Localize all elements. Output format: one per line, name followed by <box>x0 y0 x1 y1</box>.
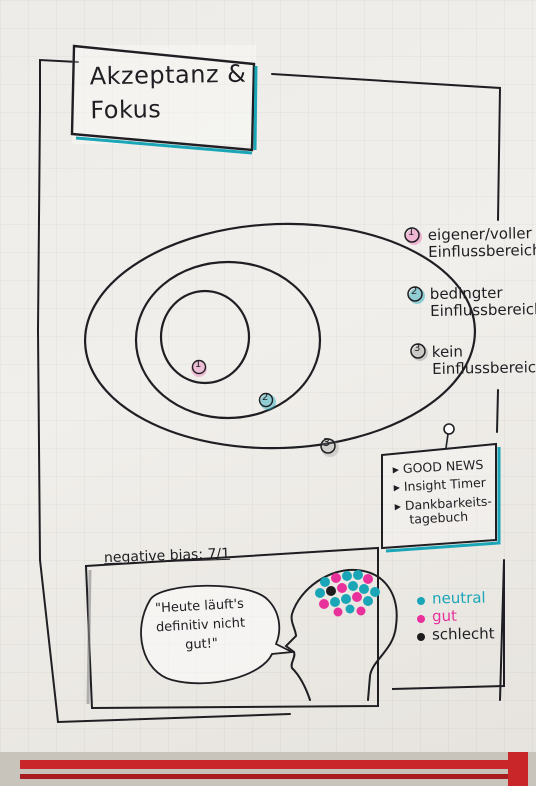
marker-2-label: 2 <box>262 392 269 403</box>
speech-bubble <box>140 584 296 685</box>
key-frame <box>391 560 505 690</box>
circle-inner <box>159 289 251 385</box>
page-title: Akzeptanz & Fokus <box>89 59 247 125</box>
circle-middle <box>134 260 322 420</box>
speech-quote: "Heute läuft's definitiv nicht gut!" <box>154 596 247 655</box>
title-box-shadow <box>75 65 258 155</box>
marker-1-circle <box>191 359 207 375</box>
quote-line-2: definitiv nicht <box>155 615 246 636</box>
legend-item-2: bedingter Einflussbereich <box>429 284 536 321</box>
marker-1-shadow <box>191 361 207 377</box>
marker-3-circle <box>320 438 336 454</box>
marker-2-circle <box>258 392 274 408</box>
circle-outer <box>83 222 477 450</box>
marker-1-label: 1 <box>195 359 202 370</box>
marker-3-label: 3 <box>323 436 330 449</box>
title-line-1: Akzeptanz & <box>89 59 247 91</box>
legend-2-num: 2 <box>411 286 418 297</box>
legend-item-3: kein Einflussbereich <box>432 342 536 378</box>
key-dot-neutral <box>417 597 425 605</box>
key-dot-gut <box>417 615 425 623</box>
legend-1-line-2: Einflussbereich <box>427 241 536 262</box>
legend-2-line-2: Einflussbereich <box>429 300 536 321</box>
legend-1-circle <box>404 227 420 243</box>
title-line-2: Fokus <box>90 94 162 124</box>
page-frame <box>36 58 505 724</box>
brain-dots <box>315 570 380 617</box>
tips-list: ▸ GOOD NEWS ▸ Insight Timer ▸ Dankbarkei… <box>392 457 493 528</box>
legend-item-1: eigener/voller Einflussbereich <box>427 224 536 262</box>
tips-box <box>381 442 497 550</box>
key-gut: gut <box>431 606 458 626</box>
legend-3-num: 3 <box>414 343 421 354</box>
bias-frame-shadow <box>86 569 92 705</box>
tips-box-shadow <box>385 447 501 553</box>
title-box <box>70 44 256 152</box>
quote-line-1: "Heute läuft's <box>154 596 245 617</box>
tips-item-1: ▸ GOOD NEWS <box>392 456 484 477</box>
legend-1-num: 1 <box>408 227 415 238</box>
key-neutral: neutral <box>431 588 486 608</box>
legend-2-circle <box>407 286 423 302</box>
key-schlecht: schlecht <box>431 624 495 644</box>
flipchart-stand <box>0 752 536 786</box>
key-dot-schlecht <box>417 633 425 641</box>
legend-3-line-2: Einflussbereich <box>431 358 536 379</box>
head-profile <box>284 568 398 701</box>
legend-3-circle <box>410 343 426 359</box>
pin-head <box>443 423 455 435</box>
tips-item-2: ▸ Insight Timer <box>393 475 487 495</box>
